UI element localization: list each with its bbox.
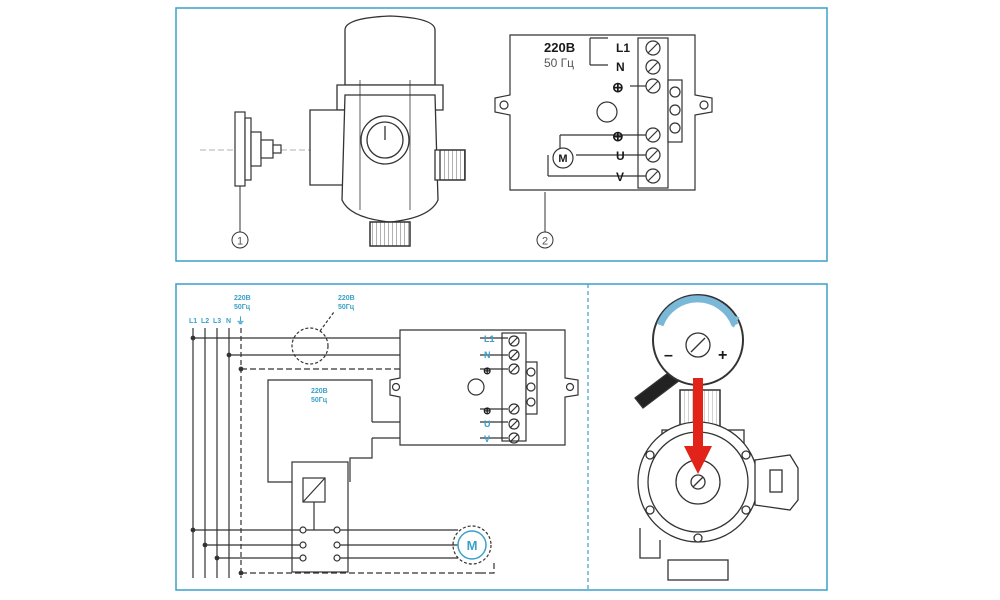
wiring-ground-2: ⊕ — [483, 406, 491, 417]
terminal-n-label: N — [616, 60, 625, 74]
callout-1: 1 — [231, 186, 249, 249]
voltage-label: 220В — [544, 40, 575, 55]
terminal-screws-top — [645, 40, 661, 184]
wiring-terminal-u: U — [484, 419, 491, 429]
mains-l3: L3 — [213, 318, 221, 325]
adjust-plus: + — [718, 347, 727, 364]
adjust-view — [634, 294, 799, 581]
motor-symbol: M — [558, 153, 567, 165]
callout-2: 2 — [536, 192, 554, 249]
ground-symbol: ⊕ — [612, 79, 624, 95]
terminal-u-label: U — [616, 149, 625, 163]
mains-l1: L1 — [189, 318, 197, 325]
wiring-lines — [190, 311, 579, 578]
wiring-terminal-l1: L1 — [484, 334, 495, 344]
terminal-box-top — [494, 34, 713, 191]
part-1-assembly — [200, 111, 310, 187]
wiring-terminal-v: V — [484, 434, 490, 444]
callout-1-label: 1 — [237, 236, 243, 248]
mains-l2: L2 — [201, 318, 209, 325]
mains-voltage: 220В — [234, 295, 251, 302]
wiring-motor-symbol: M — [467, 538, 478, 553]
frequency-label: 50 Гц — [544, 56, 574, 70]
loop-voltage: 220В — [311, 388, 328, 395]
dashed-frequency: 50Гц — [338, 304, 355, 311]
top-panel-frame — [175, 7, 828, 262]
mains-n: N — [226, 318, 231, 325]
dashed-voltage: 220В — [338, 295, 355, 302]
terminal-l1-label: L1 — [616, 41, 630, 55]
callout-2-label: 2 — [542, 236, 548, 248]
red-arrow — [684, 378, 712, 474]
wiring-terminal-n: N — [484, 350, 491, 360]
bottom-panel-frame — [175, 283, 828, 591]
ground-symbol-2: ⊕ — [612, 128, 624, 144]
pump-controller — [309, 15, 466, 247]
mains-ground: ⏚ — [236, 316, 245, 326]
terminal-v-label: V — [616, 170, 624, 184]
adjust-minus: – — [664, 347, 673, 364]
mains-frequency: 50Гц — [234, 304, 251, 311]
loop-frequency: 50Гц — [311, 397, 328, 404]
wiring-ground-1: ⊕ — [483, 366, 491, 377]
